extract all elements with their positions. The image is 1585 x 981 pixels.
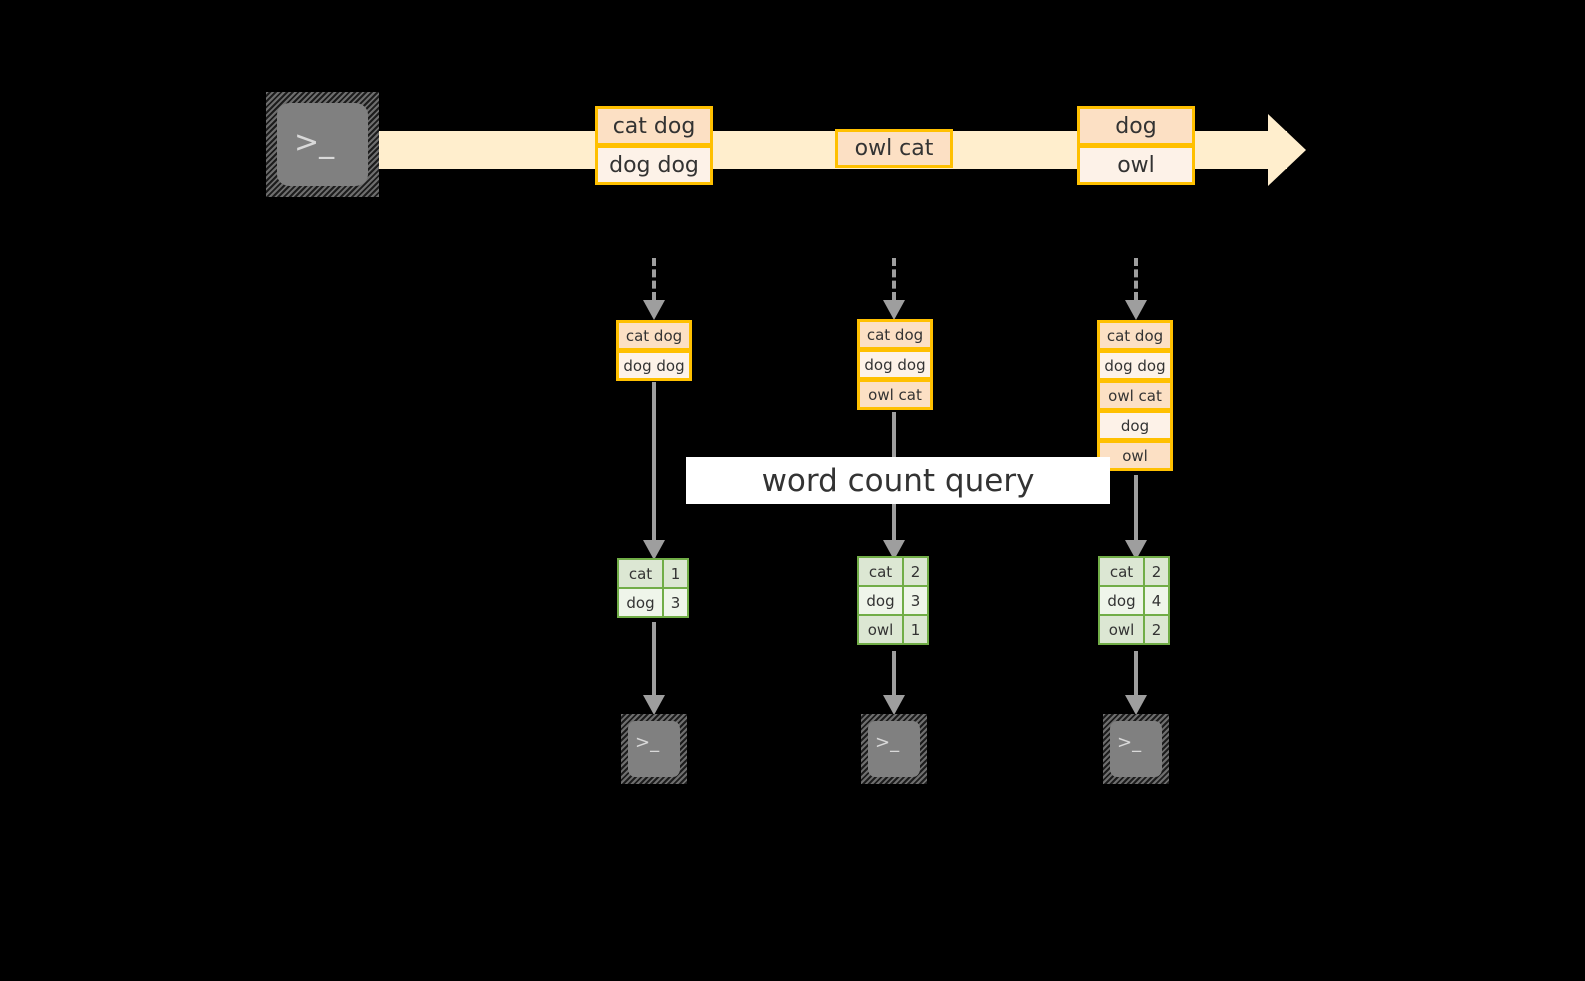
- table-row: dog 3: [857, 585, 929, 616]
- snapshot-1-input-stack: cat dog dog dog: [616, 320, 692, 381]
- terminal-prompt-chevron: >_: [294, 125, 335, 160]
- result-word: dog: [857, 585, 904, 616]
- stream-group-3: dog owl: [1077, 106, 1195, 185]
- result-word: owl: [1098, 614, 1145, 645]
- stream-to-snapshot-arrow-2: [883, 258, 905, 320]
- stream-message: cat dog: [595, 106, 713, 146]
- stream-message: dog dog: [595, 145, 713, 185]
- result-count: 2: [1143, 614, 1170, 645]
- result-word: cat: [1098, 556, 1145, 587]
- result-count: 1: [662, 558, 689, 589]
- result-word: dog: [1098, 585, 1145, 616]
- sink-terminal-icon-2[interactable]: >_: [861, 714, 927, 784]
- result-count: 3: [902, 585, 929, 616]
- query-arrow-1: [643, 382, 665, 560]
- snapshot-input-row: owl: [1097, 440, 1173, 471]
- snapshot-input-row: dog dog: [1097, 350, 1173, 381]
- query-label-text: word count query: [761, 462, 1035, 499]
- query-arrow-3: [1125, 475, 1147, 560]
- terminal-body: [1110, 721, 1162, 777]
- terminal-prompt: >_: [875, 734, 899, 752]
- sink-arrow-3: [1125, 651, 1147, 715]
- terminal-prompt-chevron: >_: [635, 732, 660, 753]
- result-count: 2: [1143, 556, 1170, 587]
- terminal-body: [628, 721, 680, 777]
- snapshot-input-row: owl cat: [857, 379, 933, 410]
- stream-to-snapshot-arrow-1: [643, 258, 665, 320]
- result-count: 2: [902, 556, 929, 587]
- snapshot-input-row: cat dog: [1097, 320, 1173, 351]
- result-table-3: cat 2 dog 4 owl 2: [1098, 556, 1170, 645]
- snapshot-input-row: dog: [1097, 410, 1173, 441]
- terminal-prompt: >_: [294, 128, 334, 158]
- sink-arrow-1: [643, 622, 665, 715]
- stream-to-snapshot-arrow-3: [1125, 258, 1147, 320]
- result-count: 3: [662, 587, 689, 618]
- sink-terminal-icon-1[interactable]: >_: [621, 714, 687, 784]
- snapshot-2-input-stack: cat dog dog dog owl cat: [857, 319, 933, 410]
- terminal-body: [277, 103, 368, 186]
- stream-message: owl: [1077, 145, 1195, 185]
- stream-arrowhead: [1268, 114, 1306, 186]
- table-row: owl 2: [1098, 614, 1170, 645]
- snapshot-3-input-stack: cat dog dog dog owl cat dog owl: [1097, 320, 1173, 471]
- terminal-prompt: >_: [1117, 734, 1141, 752]
- table-row: owl 1: [857, 614, 929, 645]
- result-word: cat: [617, 558, 664, 589]
- source-terminal-icon[interactable]: >_: [266, 92, 379, 197]
- result-count: 4: [1143, 585, 1170, 616]
- snapshot-input-row: cat dog: [857, 319, 933, 350]
- terminal-prompt-chevron: >_: [875, 732, 900, 753]
- stream-message: dog: [1077, 106, 1195, 146]
- result-count: 1: [902, 614, 929, 645]
- result-table-1: cat 1 dog 3: [617, 558, 689, 618]
- table-row: cat 1: [617, 558, 689, 589]
- terminal-prompt: >_: [635, 734, 659, 752]
- table-row: cat 2: [857, 556, 929, 587]
- sink-arrow-2: [883, 651, 905, 715]
- table-row: dog 4: [1098, 585, 1170, 616]
- terminal-prompt-chevron: >_: [1117, 732, 1142, 753]
- result-word: owl: [857, 614, 904, 645]
- sink-terminal-icon-3[interactable]: >_: [1103, 714, 1169, 784]
- result-word: dog: [617, 587, 664, 618]
- stream-group-2: owl cat: [835, 129, 953, 168]
- terminal-body: [868, 721, 920, 777]
- table-row: dog 3: [617, 587, 689, 618]
- query-label-banner: word count query: [686, 457, 1110, 504]
- snapshot-input-row: dog dog: [616, 350, 692, 381]
- table-row: cat 2: [1098, 556, 1170, 587]
- snapshot-input-row: owl cat: [1097, 380, 1173, 411]
- stream-group-1: cat dog dog dog: [595, 106, 713, 185]
- result-word: cat: [857, 556, 904, 587]
- snapshot-input-row: cat dog: [616, 320, 692, 351]
- stream-message: owl cat: [835, 129, 953, 168]
- snapshot-input-row: dog dog: [857, 349, 933, 380]
- result-table-2: cat 2 dog 3 owl 1: [857, 556, 929, 645]
